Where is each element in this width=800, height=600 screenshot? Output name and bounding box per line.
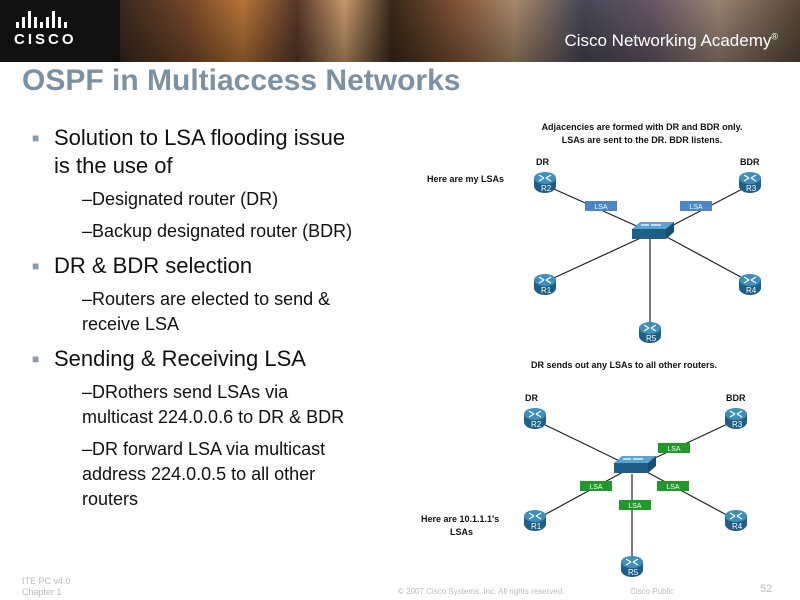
header-banner: CISCO Cisco Networking Academy®: [0, 0, 800, 62]
cisco-logo-bars-icon: [16, 10, 84, 28]
link-line: [544, 184, 651, 233]
bullet-point: ■ Sending & Receiving LSA: [32, 346, 306, 371]
lsa-packet-label: LSA: [628, 503, 642, 510]
bullet-list: ■ Solution to LSA flooding issue is the …: [32, 124, 432, 512]
lsa-packet-label: LSA: [594, 204, 608, 211]
top-diagram-caption-line1: Adjacencies are formed with DR and BDR o…: [542, 122, 743, 132]
bottom-role-bdr: BDR: [726, 393, 746, 403]
sub-bullet: –Routers are elected to send & receive L…: [82, 289, 331, 334]
academy-name: Cisco Networking Academy®: [564, 31, 778, 50]
lsa-packet: [619, 500, 651, 510]
router-icon: [523, 407, 547, 430]
router-label: R3: [732, 420, 743, 429]
lsa-packet: [585, 201, 617, 211]
router-icon: [724, 407, 748, 430]
cisco-logo-text: CISCO: [14, 31, 77, 48]
top-role-dr: DR: [536, 157, 549, 167]
router-icon: [738, 171, 762, 194]
square-bullet-icon: ■: [32, 131, 40, 145]
cisco-logo: CISCO: [14, 10, 84, 50]
router-label: R4: [746, 286, 757, 295]
bullet-point: ■ Solution to LSA flooding issue is the …: [32, 125, 346, 178]
router-label: R5: [646, 334, 657, 343]
router-label: R5: [628, 568, 639, 577]
router-icon: [738, 273, 762, 296]
link-line: [659, 184, 751, 233]
top-diagram-caption-line2: LSAs are sent to the DR. BDR listens.: [562, 135, 723, 145]
switch-icon: [631, 221, 675, 240]
lsa-packet: [680, 201, 712, 211]
router-icon: [620, 555, 644, 578]
lsa-packet: [658, 443, 690, 453]
switch-icon: [613, 455, 657, 474]
bottom-diagram-note-line2: LSAs: [450, 527, 473, 537]
square-bullet-icon: ■: [32, 352, 40, 366]
lsa-packet: [580, 481, 612, 491]
square-bullet-icon: ■: [32, 259, 40, 273]
lsa-packet-label: LSA: [689, 204, 703, 211]
router-icon: [533, 273, 557, 296]
link-line: [544, 235, 646, 283]
header-photo-strip: [120, 0, 800, 62]
sub-bullet: –DR forward LSA via multicast address 22…: [82, 439, 326, 509]
bottom-diagram-caption: DR sends out any LSAs to all other route…: [531, 360, 717, 370]
bottom-diagram-note-line1: Here are 10.1.1.1's: [421, 514, 499, 524]
bottom-network-diagram: DR sends out any LSAs to all other route…: [421, 360, 748, 578]
course-info: ITE PC v4.0 Chapter 1: [22, 576, 71, 597]
link-line: [639, 419, 737, 466]
lsa-packet: [657, 481, 689, 491]
copyright-text: © 2007 Cisco Systems, Inc. All rights re…: [398, 587, 565, 596]
router-label: R4: [732, 522, 743, 531]
lsa-packet-label: LSA: [589, 484, 603, 491]
router-label: R3: [746, 184, 757, 193]
page-number: 52: [760, 583, 773, 595]
sub-bullet: –Designated router (DR): [82, 189, 279, 209]
router-icon: [533, 171, 557, 194]
bottom-role-dr: DR: [525, 393, 538, 403]
router-label: R2: [541, 184, 552, 193]
top-diagram-note: Here are my LSAs: [427, 174, 504, 184]
slide-title: OSPF in Multiaccess Networks: [22, 64, 461, 97]
sub-bullet: –Backup designated router (BDR): [82, 221, 353, 241]
top-role-bdr: BDR: [740, 157, 760, 167]
lsa-packet-label: LSA: [667, 446, 681, 453]
sub-bullet: –DRothers send LSAs via multicast 224.0.…: [82, 382, 345, 427]
link-line: [534, 419, 629, 466]
router-icon: [523, 509, 547, 532]
link-line: [644, 470, 737, 521]
router-icon: [724, 509, 748, 532]
link-line: [664, 235, 751, 283]
router-label: R1: [541, 286, 552, 295]
bullet-point: ■ DR & BDR selection: [32, 253, 253, 278]
router-icon: [638, 321, 662, 344]
link-line: [534, 470, 626, 521]
router-label: R1: [531, 522, 542, 531]
lsa-packet-label: LSA: [666, 484, 680, 491]
classification-text: Cisco Public: [630, 587, 675, 596]
router-label: R2: [531, 420, 542, 429]
top-network-diagram: Adjacencies are formed with DR and BDR o…: [427, 122, 762, 344]
